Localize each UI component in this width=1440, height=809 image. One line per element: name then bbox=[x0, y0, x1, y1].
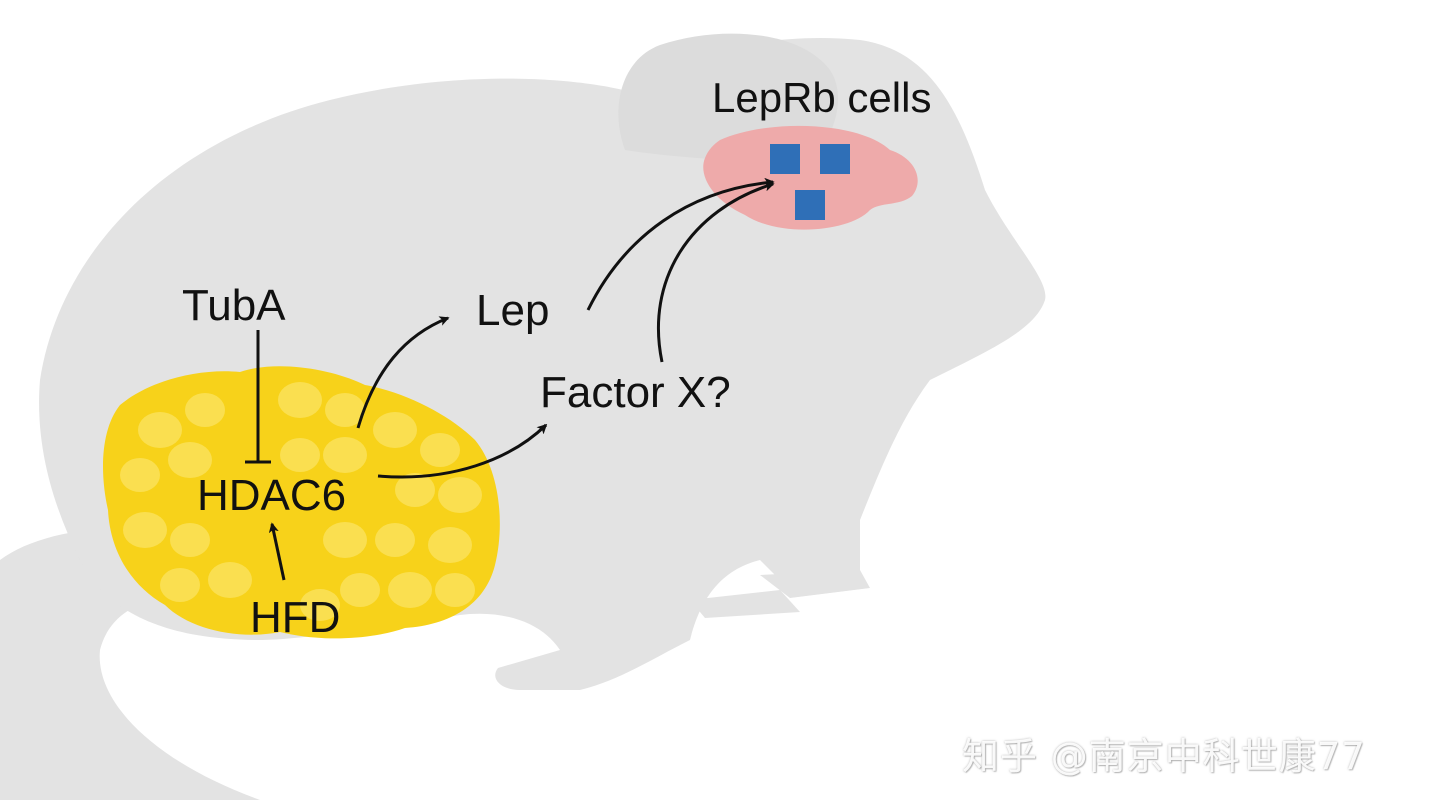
watermark-text: 知乎 @南京中科世康77 bbox=[962, 735, 1366, 778]
label-factor-x: Factor X? bbox=[540, 368, 731, 417]
label-tuba: TubA bbox=[182, 281, 286, 330]
arrow-hdac6-to-lep bbox=[356, 316, 450, 429]
label-hfd: HFD bbox=[250, 593, 340, 642]
label-hdac6: HDAC6 bbox=[197, 471, 346, 520]
brain-region bbox=[703, 125, 918, 230]
inhibition-tuba-hdac6 bbox=[245, 330, 271, 464]
arrow-hdac6-to-factor-x bbox=[377, 423, 548, 479]
leprb-cell bbox=[820, 144, 850, 174]
arrow-hfd-to-hdac6 bbox=[268, 522, 286, 581]
label-lep: Lep bbox=[476, 286, 549, 335]
arrow-factor-x-to-leprb bbox=[656, 181, 775, 363]
leprb-cell bbox=[795, 190, 825, 220]
leprb-cell bbox=[770, 144, 800, 174]
adipose-tissue bbox=[103, 366, 500, 639]
label-leprb-cells: LepRb cells bbox=[712, 74, 931, 121]
arrow-lep-to-leprb bbox=[586, 177, 775, 311]
